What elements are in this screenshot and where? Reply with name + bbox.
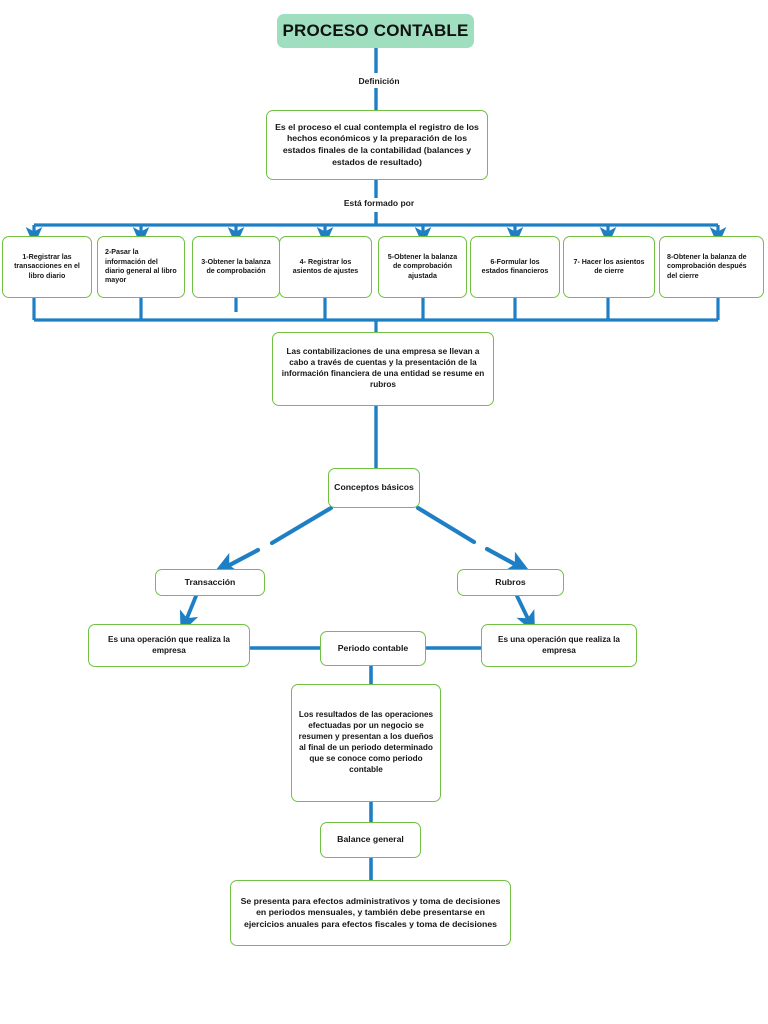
node-step-3[interactable]: 3-Obtener la balanza de comprobación (192, 236, 280, 298)
node-step-5-label: 5-Obtener la balanza de comprobación aju… (387, 252, 458, 280)
node-step-1-label: 1-Registrar las transacciones en el libr… (14, 252, 80, 280)
node-step-2-label: 2-Pasar la información del diario genera… (105, 248, 177, 285)
node-transaccion[interactable]: Transacción (155, 569, 265, 596)
node-rubros-definition-label: Es una operación que realiza la empresa (498, 634, 620, 655)
node-transaccion-label: Transacción (184, 576, 236, 587)
node-step-4[interactable]: 4- Registrar los asientos de ajustes (279, 236, 372, 298)
node-transaccion-definition-label: Es una operación que realiza la empresa (108, 634, 230, 655)
node-step-8-label: 8-Obtener la balanza de comprobación des… (667, 252, 747, 280)
node-balance-general-definition-label: Se presenta para efectos administrativos… (240, 895, 501, 929)
node-transaccion-definition[interactable]: Es una operación que realiza la empresa (88, 624, 250, 667)
node-periodo-contable[interactable]: Periodo contable (320, 631, 426, 666)
node-summary-label: Las contabilizaciones de una empresa se … (281, 347, 485, 389)
node-summary[interactable]: Las contabilizaciones de una empresa se … (272, 332, 494, 406)
node-step-7[interactable]: 7- Hacer los asientos de cierre (563, 236, 655, 298)
node-definition[interactable]: Es el proceso el cual contempla el regis… (266, 110, 488, 180)
node-periodo-contable-definition-label: Los resultados de las operaciones efectu… (298, 710, 434, 774)
node-title-label: PROCESO CONTABLE (282, 20, 469, 40)
node-balance-general[interactable]: Balance general (320, 822, 421, 858)
node-rubros-definition[interactable]: Es una operación que realiza la empresa (481, 624, 637, 667)
node-balance-general-definition[interactable]: Se presenta para efectos administrativos… (230, 880, 511, 946)
node-periodo-contable-definition[interactable]: Los resultados de las operaciones efectu… (291, 684, 441, 802)
edge-label-esta-formado-por: Está formado por (330, 198, 428, 208)
node-periodo-contable-label: Periodo contable (337, 642, 409, 653)
node-step-5[interactable]: 5-Obtener la balanza de comprobación aju… (378, 236, 467, 298)
node-conceptos-basicos[interactable]: Conceptos básicos (328, 468, 420, 508)
node-step-3-label: 3-Obtener la balanza de comprobación (201, 257, 271, 275)
node-rubros-label: Rubros (495, 576, 526, 587)
node-conceptos-basicos-label: Conceptos básicos (334, 482, 414, 493)
node-step-6-label: 6-Formular los estados financieros (481, 257, 549, 275)
node-step-6[interactable]: 6-Formular los estados financieros (470, 236, 560, 298)
node-rubros[interactable]: Rubros (457, 569, 564, 596)
node-step-7-label: 7- Hacer los asientos de cierre (573, 257, 645, 275)
edge-label-definicion: Definición (345, 76, 413, 86)
node-step-2[interactable]: 2-Pasar la información del diario genera… (97, 236, 185, 298)
node-definition-label: Es el proceso el cual contempla el regis… (275, 121, 479, 167)
node-step-1[interactable]: 1-Registrar las transacciones en el libr… (2, 236, 92, 298)
node-step-4-label: 4- Registrar los asientos de ajustes (292, 257, 359, 275)
node-balance-general-label: Balance general (337, 834, 404, 845)
node-title[interactable]: PROCESO CONTABLE (277, 14, 474, 48)
node-step-8[interactable]: 8-Obtener la balanza de comprobación des… (659, 236, 764, 298)
